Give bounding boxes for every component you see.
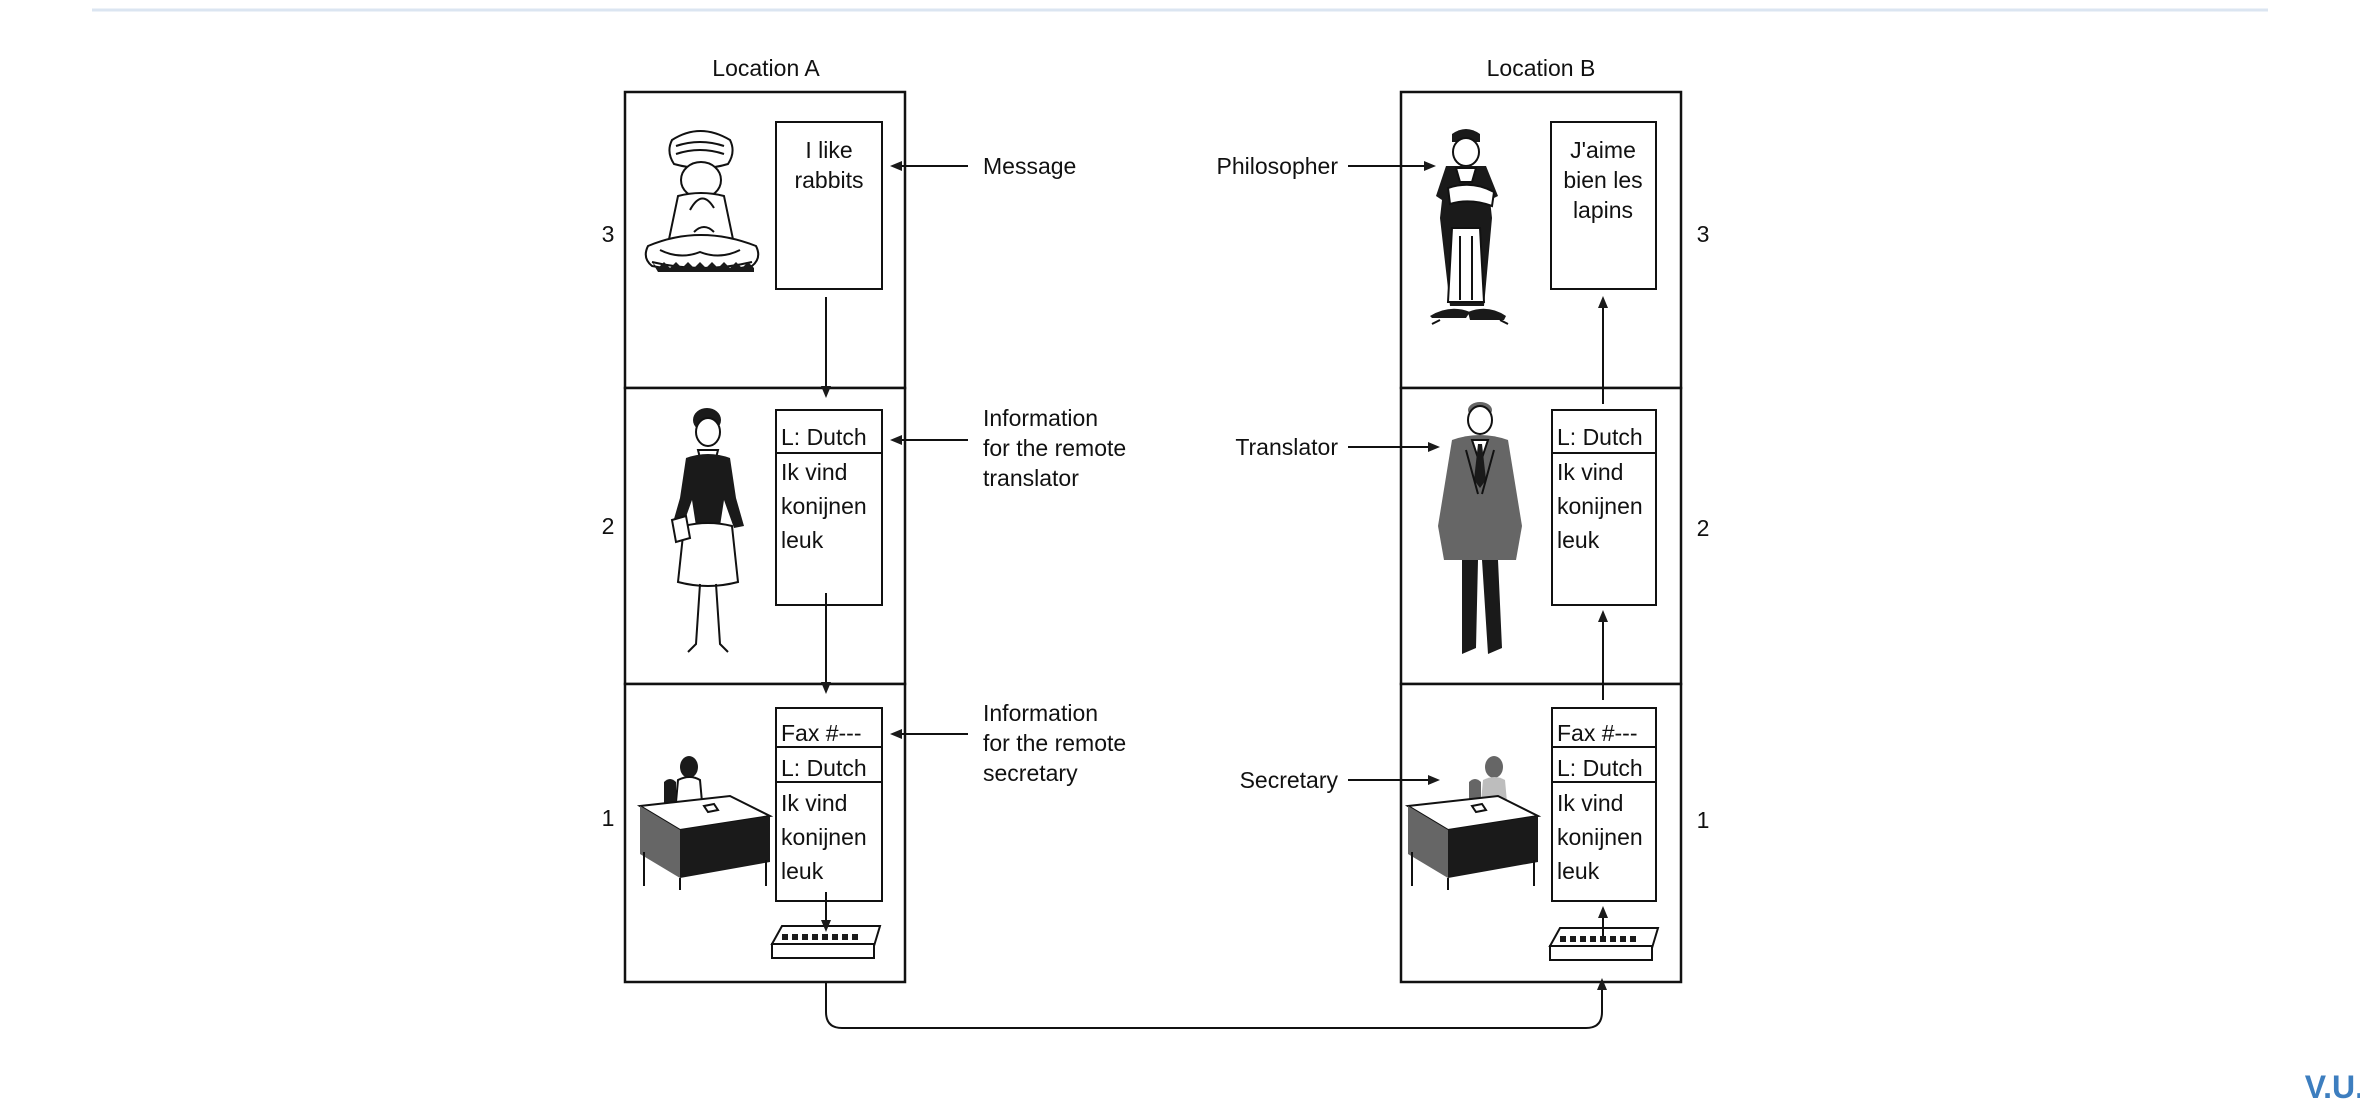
callout-secretary: Secretary	[1240, 767, 1440, 793]
secretary-b-header-lang: L: Dutch	[1557, 755, 1643, 781]
secretary-a-body-line: konijnen	[781, 824, 867, 850]
message-box-b	[1550, 121, 1657, 290]
translator-box-b	[1551, 409, 1657, 606]
callout-secretary-info-line: for the remote	[983, 730, 1126, 756]
secretary-b-body-line: konijnen	[1557, 824, 1643, 850]
callout-message: Message	[890, 153, 1076, 179]
secretary-box-a	[775, 707, 883, 902]
location-b-label: Location B	[1487, 55, 1596, 81]
callout-translator-info: Information for the remote translator	[890, 405, 1126, 491]
layer-number-b3: 3	[1697, 221, 1710, 247]
fax-machine-a-icon	[770, 925, 882, 959]
location-b-stack: J'aime bien les lapins L: Dutch Ik vind …	[1399, 90, 1710, 984]
callout-secretary-info-line: secretary	[983, 760, 1078, 786]
callout-message-label: Message	[983, 153, 1076, 179]
callout-secretary-label: Secretary	[1240, 767, 1339, 793]
secretary-b-icon	[1404, 756, 1542, 890]
callout-translator-info-line: Information	[983, 405, 1098, 431]
downward-arrows-a	[821, 297, 831, 932]
layer-number-b1: 1	[1697, 807, 1710, 833]
philosopher-b-icon	[1430, 129, 1509, 325]
callout-translator: Translator	[1235, 434, 1440, 460]
secretary-a-body-line: Ik vind	[781, 790, 847, 816]
callout-philosopher-label: Philosopher	[1217, 153, 1339, 179]
location-a-label: Location A	[712, 55, 820, 81]
footer-mark: V.U.	[2304, 1069, 2360, 1105]
layer-number-b2: 2	[1697, 515, 1710, 541]
message-a-line: I like	[805, 137, 852, 163]
translator-box-a	[775, 409, 883, 606]
translator-b-body-line: leuk	[1557, 527, 1600, 553]
secretary-b-header-fax: Fax #---	[1557, 720, 1638, 746]
message-b-line: lapins	[1573, 197, 1633, 223]
layer-number-a3: 3	[602, 221, 615, 247]
callout-translator-info-line: translator	[983, 465, 1079, 491]
translator-a-body-line: leuk	[781, 527, 824, 553]
translator-a-icon	[670, 408, 744, 653]
message-box-a	[775, 121, 883, 290]
message-a-line: rabbits	[794, 167, 863, 193]
location-a-stack: I like rabbits L: Dutch Ik vind konijnen…	[602, 90, 907, 984]
philosopher-a-icon	[644, 130, 760, 272]
physical-link	[825, 978, 1607, 1029]
translator-b-icon	[1438, 402, 1522, 654]
callout-secretary-info-line: Information	[983, 700, 1098, 726]
message-b-line: J'aime	[1570, 137, 1636, 163]
fax-machine-b-icon	[1548, 927, 1660, 961]
upward-arrows-b	[1598, 296, 1608, 936]
message-b-line: bien les	[1563, 167, 1642, 193]
secretary-a-header-lang: L: Dutch	[781, 755, 867, 781]
secretary-a-icon	[636, 756, 774, 890]
translator-a-body-line: Ik vind	[781, 459, 847, 485]
translator-b-header: L: Dutch	[1557, 424, 1643, 450]
callout-philosopher: Philosopher	[1217, 153, 1436, 179]
translator-a-body-line: konijnen	[781, 493, 867, 519]
callout-translator-label: Translator	[1235, 434, 1338, 460]
translator-b-body-line: Ik vind	[1557, 459, 1623, 485]
secretary-a-body-line: leuk	[781, 858, 824, 884]
translator-b-body-line: konijnen	[1557, 493, 1643, 519]
secretary-a-header-fax: Fax #---	[781, 720, 862, 746]
callout-secretary-info: Information for the remote secretary	[890, 700, 1126, 786]
layer-number-a1: 1	[602, 805, 615, 831]
secretary-b-body-line: leuk	[1557, 858, 1600, 884]
callout-translator-info-line: for the remote	[983, 435, 1126, 461]
secretary-box-b	[1551, 707, 1657, 902]
translator-a-header: L: Dutch	[781, 424, 867, 450]
secretary-b-body-line: Ik vind	[1557, 790, 1623, 816]
layer-number-a2: 2	[602, 513, 615, 539]
